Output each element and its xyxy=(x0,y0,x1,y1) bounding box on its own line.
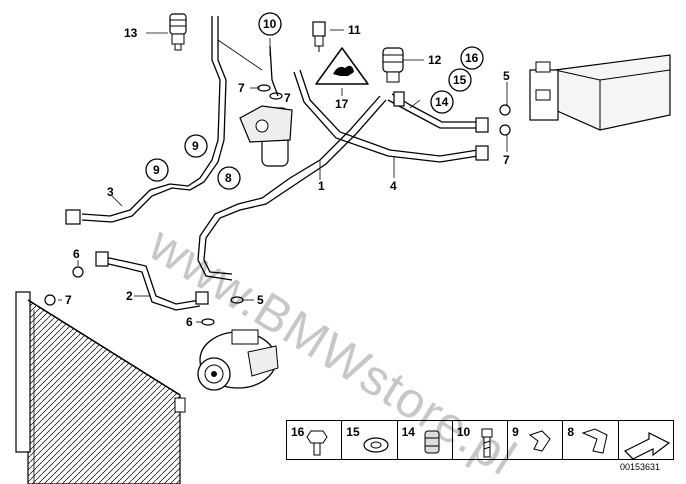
callout-1: 1 xyxy=(318,179,325,193)
callout-3: 3 xyxy=(107,185,114,199)
legend-item-10[interactable]: 10 xyxy=(453,421,509,459)
legend-item-8[interactable]: 8 xyxy=(563,421,619,459)
callout-2: 2 xyxy=(126,289,133,303)
callout-circles xyxy=(145,12,484,190)
diagram-id: 00153631 xyxy=(620,462,661,472)
legend-item-16[interactable]: 16 xyxy=(287,421,343,459)
callout-8: 8 xyxy=(225,171,232,185)
callout-10: 10 xyxy=(263,17,277,31)
legend-number: 9 xyxy=(512,425,519,439)
callout-5-top: 5 xyxy=(503,69,510,83)
pressure-switch-13-icon xyxy=(169,13,187,51)
refrigerant-lines xyxy=(81,16,479,311)
compressor-icon xyxy=(197,329,279,391)
evaporator-icon xyxy=(529,54,671,131)
bracket-clip-icon xyxy=(582,428,608,454)
warning-label-17-icon xyxy=(315,47,369,85)
condenser-icon xyxy=(15,291,186,484)
callout-7-evap: 7 xyxy=(503,153,510,167)
legend-number: 14 xyxy=(401,425,415,439)
receiver-dryer-icon xyxy=(239,105,293,167)
legend-item-9[interactable]: 9 xyxy=(508,421,564,459)
callout-13: 13 xyxy=(124,26,138,40)
callout-4: 4 xyxy=(390,179,397,193)
callout-7-bottom: 7 xyxy=(65,293,72,307)
legend-item-14[interactable]: 14 xyxy=(398,421,453,459)
callout-11: 11 xyxy=(348,23,361,37)
legend-number: 8 xyxy=(567,425,575,439)
callout-7-right: 7 xyxy=(284,91,291,105)
sensor-11-icon xyxy=(312,21,326,52)
legend-number: 10 xyxy=(456,425,471,439)
bolt-hex-flange-icon xyxy=(306,430,328,456)
rubber-grommet-icon xyxy=(424,430,440,454)
arrow-indicator-icon xyxy=(623,432,670,460)
callout-15: 15 xyxy=(453,73,467,87)
seal-ring-icon xyxy=(363,437,389,453)
legend-item-15[interactable]: 15 xyxy=(342,421,398,459)
callout-9-lower: 9 xyxy=(153,163,160,177)
callout-5-bottom: 5 xyxy=(257,293,264,307)
pipe-clamp-icon xyxy=(529,430,551,452)
callout-14: 14 xyxy=(435,95,449,109)
leader-lines xyxy=(58,29,508,323)
legend-number: 16 xyxy=(291,425,305,439)
callout-7-left: 7 xyxy=(238,81,245,95)
legend-item-arrow[interactable] xyxy=(619,421,673,460)
callout-9-upper: 9 xyxy=(192,139,199,153)
callout-16: 16 xyxy=(465,51,479,65)
washers xyxy=(44,84,511,326)
legend-number: 15 xyxy=(346,425,360,439)
parts-legend: 16 15 14 10 xyxy=(286,420,674,460)
hex-screw-icon xyxy=(481,428,493,458)
callout-6-bottom: 6 xyxy=(186,315,193,329)
callout-12: 12 xyxy=(428,53,442,67)
callout-17: 17 xyxy=(335,97,349,111)
callout-6-left: 6 xyxy=(73,247,80,261)
